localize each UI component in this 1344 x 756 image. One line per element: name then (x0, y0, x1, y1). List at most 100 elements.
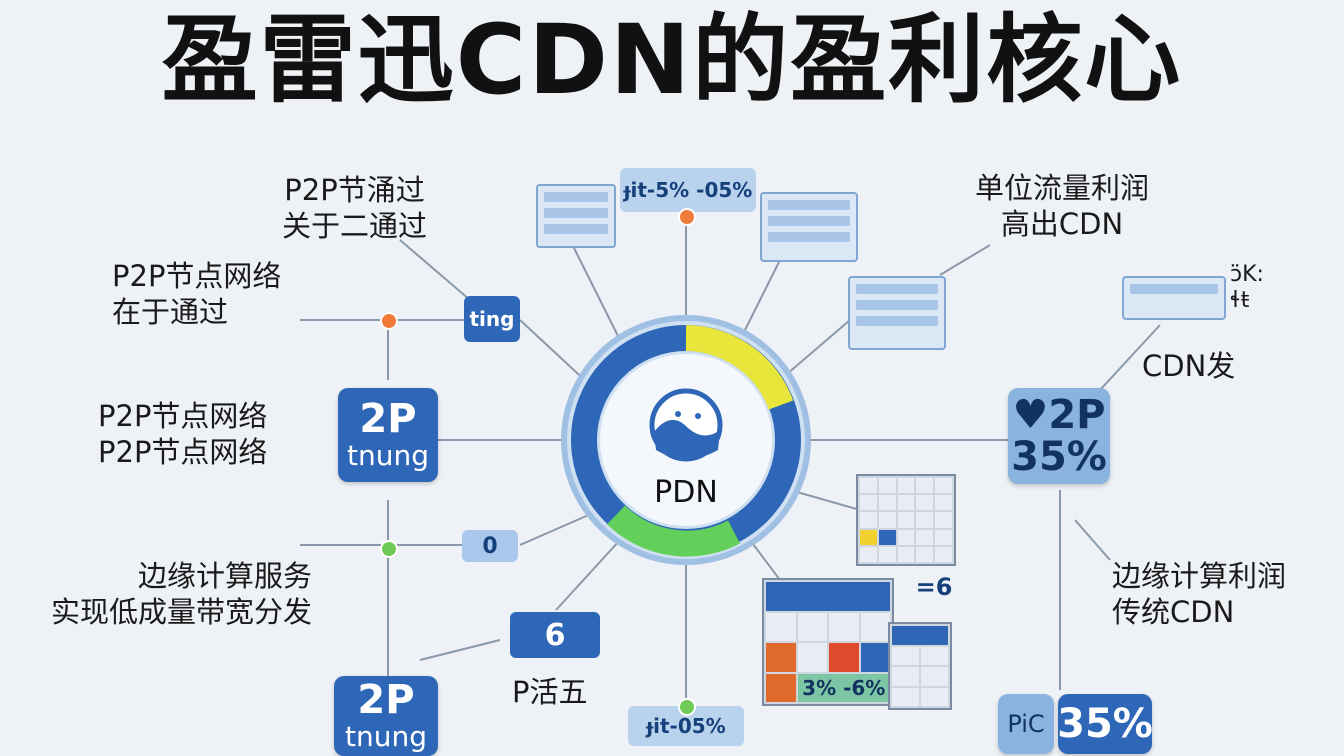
label-line: 实现低成量带宽分发 (50, 595, 312, 629)
grid-cell (935, 529, 952, 545)
grid-side (888, 622, 952, 710)
tile-small-text: tnung (347, 439, 429, 472)
tile-big-text: 35% (1057, 701, 1153, 747)
tile-pic: PiC (998, 694, 1054, 754)
grid-bottom: 3% -6% (762, 578, 894, 706)
grid-cell (921, 687, 948, 706)
grid-cell (935, 546, 952, 562)
grid-cell (860, 529, 877, 545)
label-line: 传统CDN (1112, 595, 1235, 629)
panel-row (1130, 284, 1218, 294)
center-label: PDN (654, 475, 718, 510)
label-line: 边缘计算服务 (137, 559, 312, 593)
panel-row (544, 192, 608, 202)
panel-row (768, 216, 850, 226)
mini-panel (1122, 276, 1226, 320)
grid-cell (766, 643, 796, 672)
grid-cell (766, 582, 890, 611)
mini-panel (760, 192, 858, 262)
grid-cell (897, 546, 915, 562)
tile-left-bottom: 2P tnung (334, 676, 438, 756)
label-line: 边缘计算利润 (1112, 559, 1287, 593)
tile-small-text: 35% (1011, 434, 1107, 480)
grid-cell (860, 612, 890, 641)
node-dot-orange (678, 208, 696, 226)
grid-cell (916, 546, 934, 562)
tile-big-text: 2P (359, 396, 417, 442)
label-line: ɔ̈K: (1230, 262, 1264, 287)
grid-cell (829, 643, 859, 672)
label-right-mid: CDN发 (1142, 349, 1236, 383)
label-left-1: P2P节点网络 在于通过 (112, 258, 281, 330)
label-line: 高出CDN (1000, 207, 1124, 241)
grid-cell (878, 495, 896, 511)
pill-zero: 0 (462, 530, 518, 562)
tile-big-text: ♥2P (1012, 392, 1106, 438)
grid-cell (860, 495, 877, 511)
grid-cell (892, 626, 948, 645)
label-left-2: P2P节点网络 P2P节点网络 (98, 398, 267, 470)
label-line: 关于二通过 (282, 209, 428, 243)
label-right-corner: ɔ̈K: ɬŧ (1230, 262, 1264, 314)
grid-cell (892, 687, 919, 706)
label-left-3: 边缘计算服务 实现低成量带宽分发 (30, 558, 312, 630)
grid-cell (897, 478, 915, 494)
panel-row (856, 300, 938, 310)
label-right-bottom: 边缘计算利润 传统CDN (1112, 558, 1286, 630)
label-bottom-center: P活五 (512, 675, 588, 709)
label-line: 在于通过 (112, 295, 229, 329)
tile-left-mid: 2P tnung (338, 388, 438, 482)
tile-big-text: 2P (357, 677, 415, 723)
badge-top: ɟit-5% ‑05% (620, 168, 756, 212)
grid-cell (935, 512, 952, 528)
pill-six: 6 (510, 612, 600, 658)
panel-row (856, 316, 938, 326)
label-line: P2P节涌过 (284, 173, 425, 207)
grid-top (856, 474, 956, 566)
grid-cell (897, 512, 915, 528)
grid-cell (878, 478, 896, 494)
page-title: 盈雷迅CDN的盈利核心 (161, 4, 1183, 116)
grid-cell (878, 546, 896, 562)
grid-cell (935, 478, 952, 494)
label-top-left: P2P节涌过 关于二通过 (282, 172, 427, 244)
grid-cell (916, 512, 934, 528)
mini-panel (848, 276, 946, 350)
tile-right-mid: ♥2P 35% (1008, 388, 1110, 484)
grid-cell (897, 529, 915, 545)
panel-row (544, 208, 608, 218)
grid-cell (860, 478, 877, 494)
label-line: P2P节点网络 (98, 399, 268, 433)
node-dot-green (678, 698, 696, 716)
label-line: P2P节点网络 (112, 259, 282, 293)
grid-cell (916, 529, 934, 545)
panel-row (856, 284, 938, 294)
panel-row (768, 232, 850, 242)
center-ring: PDN (561, 315, 811, 565)
grid-cell (860, 546, 877, 562)
eq-six: =6 (915, 573, 953, 601)
grid-cell (766, 612, 796, 641)
grid-cell (797, 612, 827, 641)
panel-row (544, 224, 608, 234)
label-line: ɬŧ (1230, 288, 1250, 313)
grid-cell (935, 495, 952, 511)
grid-cell (921, 667, 948, 686)
grid-cell (916, 478, 934, 494)
tag-ting: ting (464, 296, 520, 342)
label-line: 单位流量利润 (975, 171, 1150, 205)
tile-small-text: tnung (345, 720, 427, 753)
grid-cell (797, 643, 827, 672)
mini-panel (536, 184, 616, 248)
grid-cell (892, 667, 919, 686)
node-dot-green (380, 540, 398, 558)
grid-cell (892, 646, 919, 665)
grid-cell: 3% -6% (797, 673, 890, 702)
grid-cell (921, 646, 948, 665)
grid-cell (766, 673, 796, 702)
tile-right-bottom: 35% (1057, 694, 1153, 754)
grid-cell (860, 643, 890, 672)
grid-cell (897, 495, 915, 511)
grid-cell (829, 612, 859, 641)
